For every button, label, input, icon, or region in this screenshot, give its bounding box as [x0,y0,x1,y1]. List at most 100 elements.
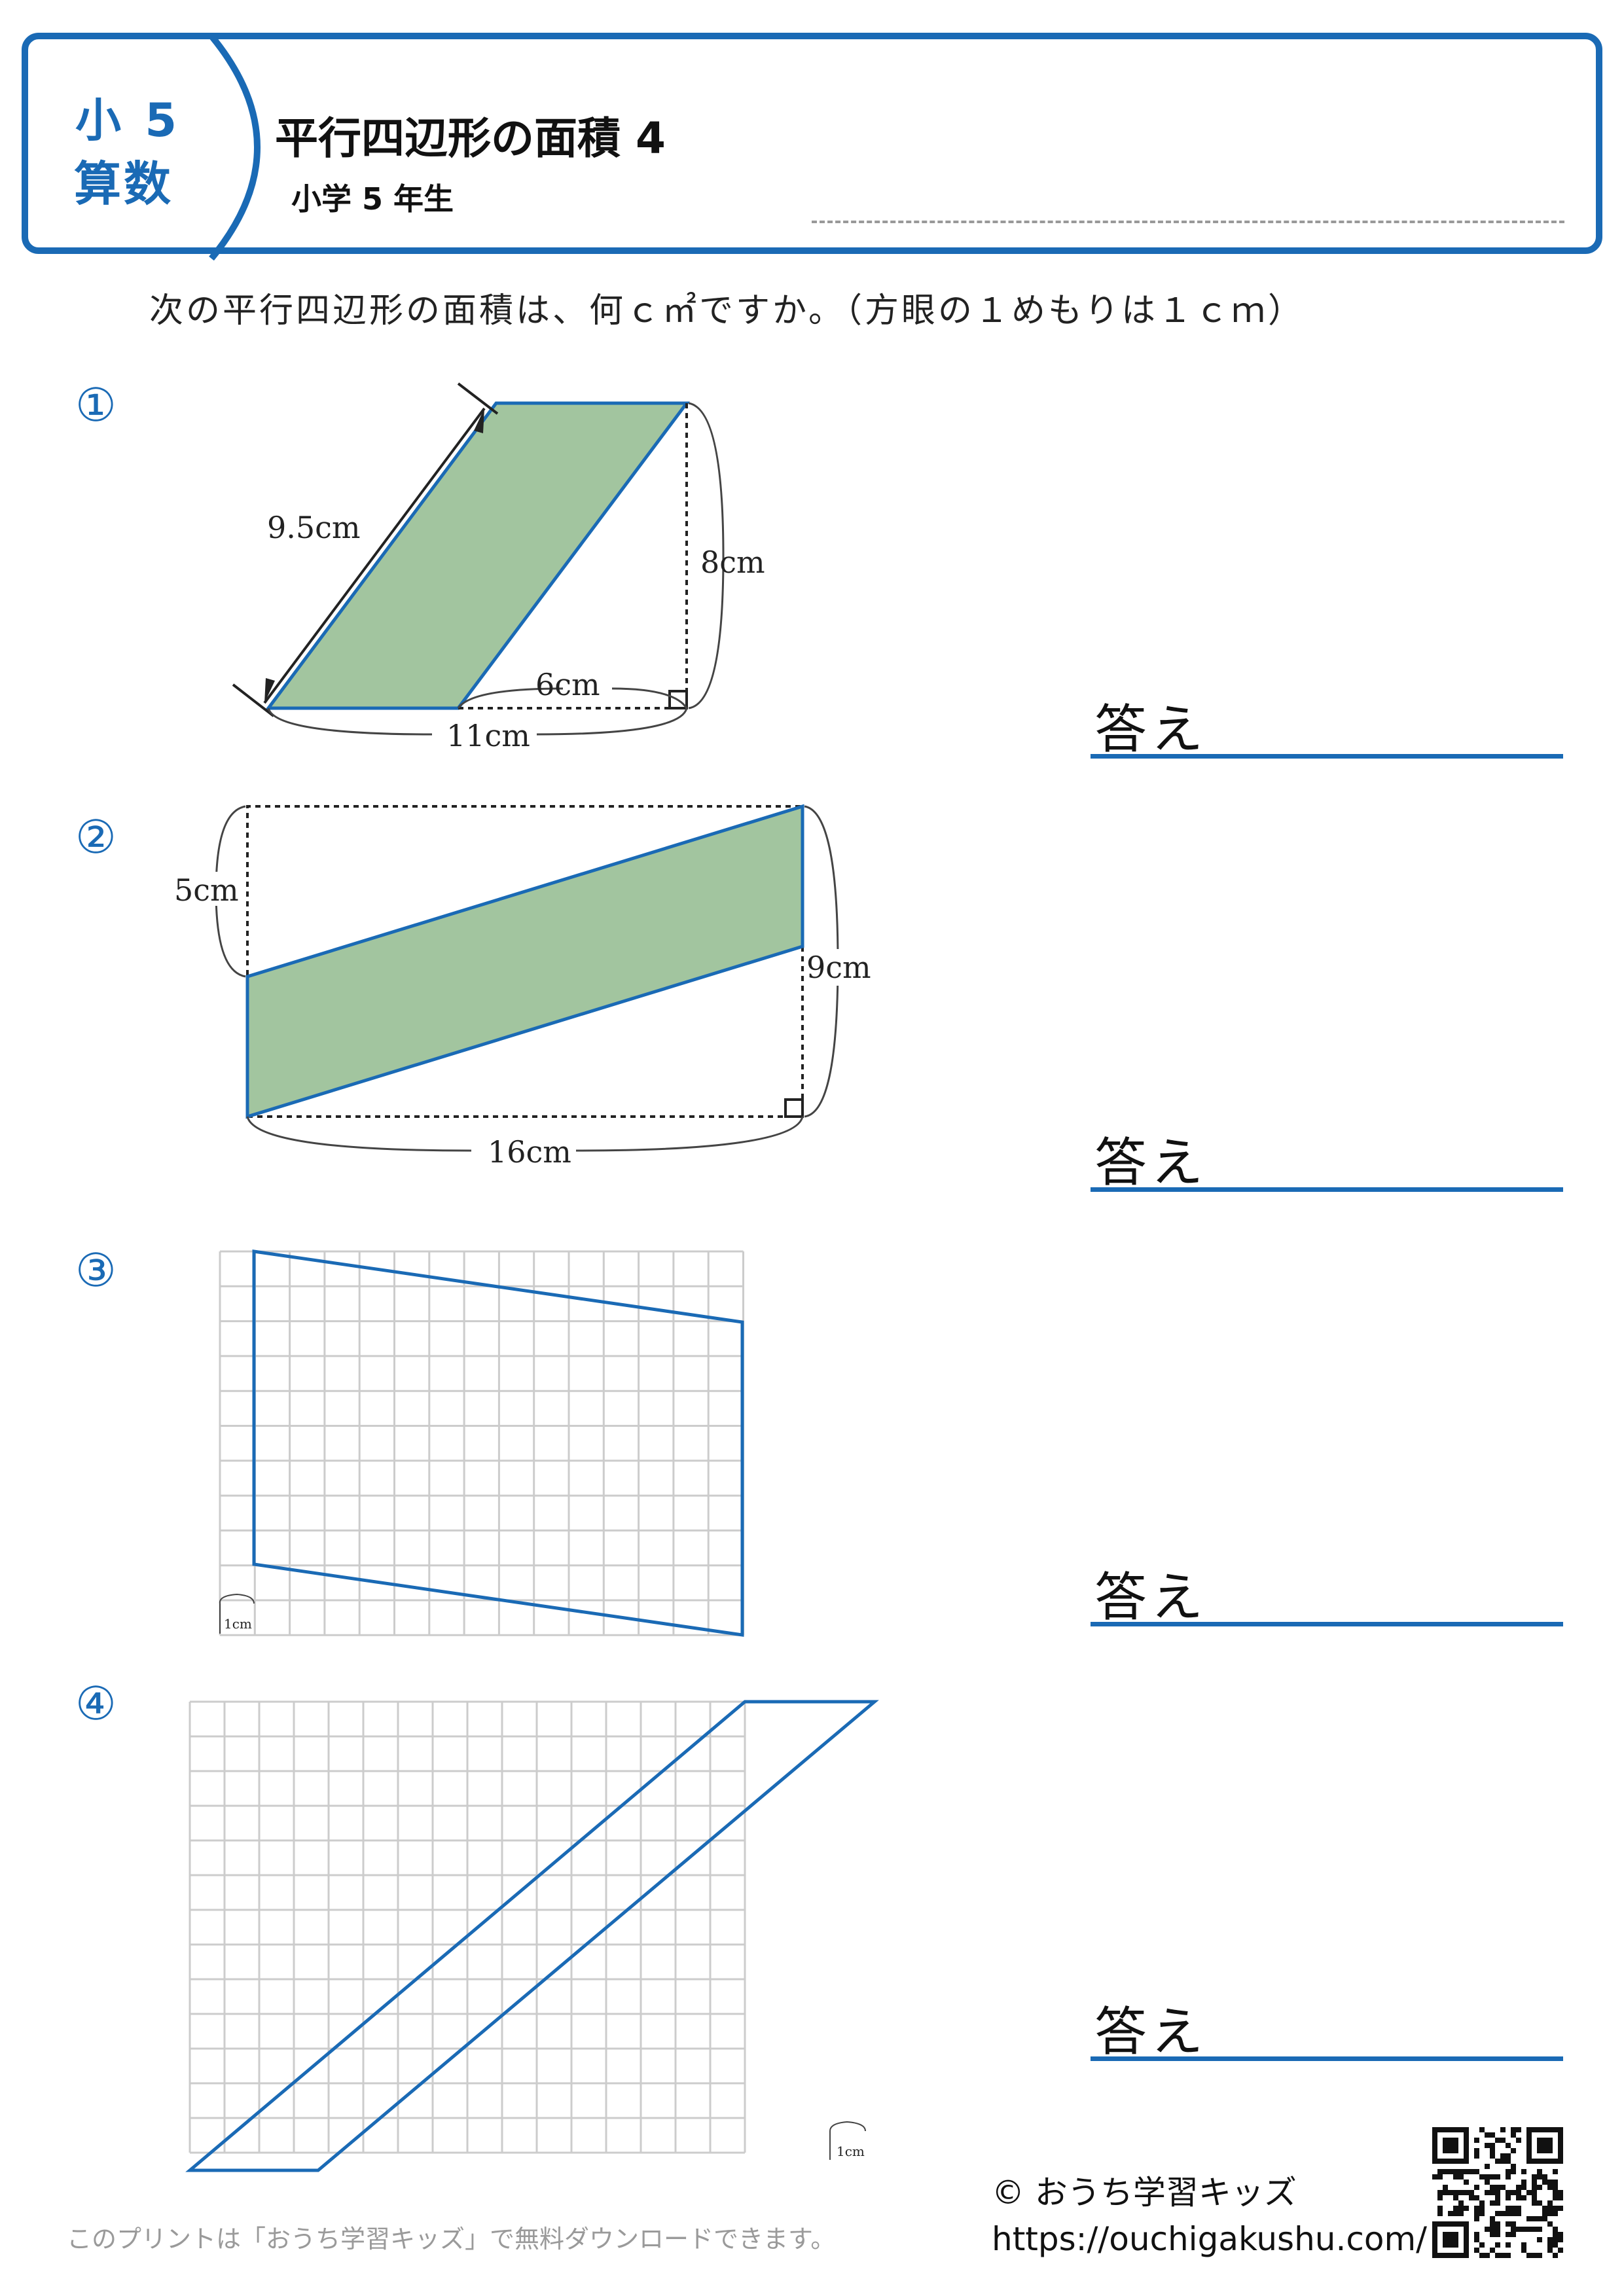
label-height-1: 8cm [700,545,765,580]
qr-module [1485,2190,1490,2195]
height-brace-1 [688,402,725,709]
qr-module [1526,2253,1532,2258]
qr-module [1537,2253,1542,2258]
qr-module [1458,2211,1464,2216]
qr-module [1485,2174,1490,2179]
qr-module [1553,2211,1558,2216]
qr-module [1511,2227,1516,2232]
answer-line-2[interactable] [1091,1187,1563,1192]
qr-module [1553,2227,1558,2232]
qr-module [1547,2221,1553,2227]
qr-module [1458,2206,1464,2211]
qr-module [1479,2127,1485,2132]
qr-module [1558,2248,1563,2253]
qr-module [1495,2159,1500,2164]
qr-module [1495,2200,1500,2206]
qr-module [1495,2232,1500,2237]
slant-arrow-1 [263,407,486,704]
qr-module [1474,2148,1479,2153]
qr-module [1558,2232,1563,2237]
qr-module [1458,2200,1464,2206]
qr-module [1474,2216,1479,2221]
qr-module [1547,2185,1553,2190]
grid-3 [219,1250,744,1636]
qr-module [1500,2211,1506,2216]
qr-module [1490,2232,1495,2237]
qr-module [1437,2169,1443,2174]
qr-module [1506,2242,1511,2248]
qr-module [1485,2253,1490,2258]
qr-module [1542,2174,1547,2179]
qr-module [1516,2211,1521,2216]
qr-module [1464,2179,1469,2185]
qr-module [1558,2195,1563,2200]
answer-line-3[interactable] [1091,1622,1563,1626]
qr-module [1490,2216,1495,2221]
qr-module [1537,2200,1542,2206]
qr-module [1479,2174,1485,2179]
qr-module [1542,2216,1547,2221]
qr-module [1490,2148,1495,2153]
qr-module [1526,2227,1532,2232]
qr-module [1490,2190,1495,2195]
instruction-text: 次の平行四辺形の面積は、何ｃ㎡ですか。（方眼の１めもりは１ｃｍ） [149,291,1305,331]
qr-module [1469,2169,1474,2174]
qr-module [1521,2169,1526,2174]
qr-module [1495,2195,1500,2200]
qr-finder [1443,2232,1458,2248]
qr-module [1448,2169,1453,2174]
qr-module [1516,2138,1521,2143]
qr-module [1547,2248,1553,2253]
qr-module [1537,2237,1542,2242]
qr-module [1474,2185,1479,2190]
qr-module [1479,2211,1485,2216]
qr-module [1521,2185,1526,2190]
qr-module [1553,2190,1558,2195]
qr-module [1458,2174,1464,2179]
qr-module [1500,2185,1506,2190]
dashed-rect-2 [246,805,804,975]
qr-module [1437,2195,1443,2200]
qr-module [1553,2242,1558,2248]
header-box [22,33,1602,260]
qr-module [1511,2190,1516,2195]
qr-module [1526,2190,1532,2195]
qr-module [1516,2227,1521,2232]
qr-module [1521,2248,1526,2253]
qr-module [1532,2195,1537,2200]
qr-module [1437,2211,1443,2216]
answer-line-1[interactable] [1091,754,1563,759]
qr-module [1479,2253,1485,2258]
qr-module [1516,2195,1521,2200]
qr-module [1547,2211,1553,2216]
qr-module [1500,2159,1506,2164]
qr-module [1516,2185,1521,2190]
qr-module [1511,2206,1516,2211]
qr-module [1553,2195,1558,2200]
qr-module [1458,2190,1464,2195]
qr-finder [1537,2138,1553,2153]
qr-module [1495,2242,1500,2248]
answer-line-4[interactable] [1091,2056,1563,2061]
qr-module [1553,2237,1558,2242]
site-url-link[interactable]: https://ouchigakushu.com/ [992,2220,1428,2258]
qr-module [1479,2200,1485,2206]
qr-module [1474,2206,1479,2211]
qr-module [1495,2211,1500,2216]
qr-module [1542,2179,1547,2185]
right-angle-mark-2 [784,1098,804,1118]
qr-module [1537,2227,1542,2232]
qr-module [1553,2253,1558,2258]
qr-module [1558,2190,1563,2195]
qr-module [1500,2138,1506,2143]
qr-module [1547,2206,1553,2211]
qr-module [1516,2190,1521,2195]
label-base-1: 11cm [446,718,530,753]
qr-module [1464,2169,1469,2174]
qr-module [1506,2153,1511,2159]
qr-module [1448,2190,1453,2195]
qr-module [1485,2227,1490,2232]
qr-module [1511,2221,1516,2227]
question-3-number: ③ [75,1244,117,1297]
